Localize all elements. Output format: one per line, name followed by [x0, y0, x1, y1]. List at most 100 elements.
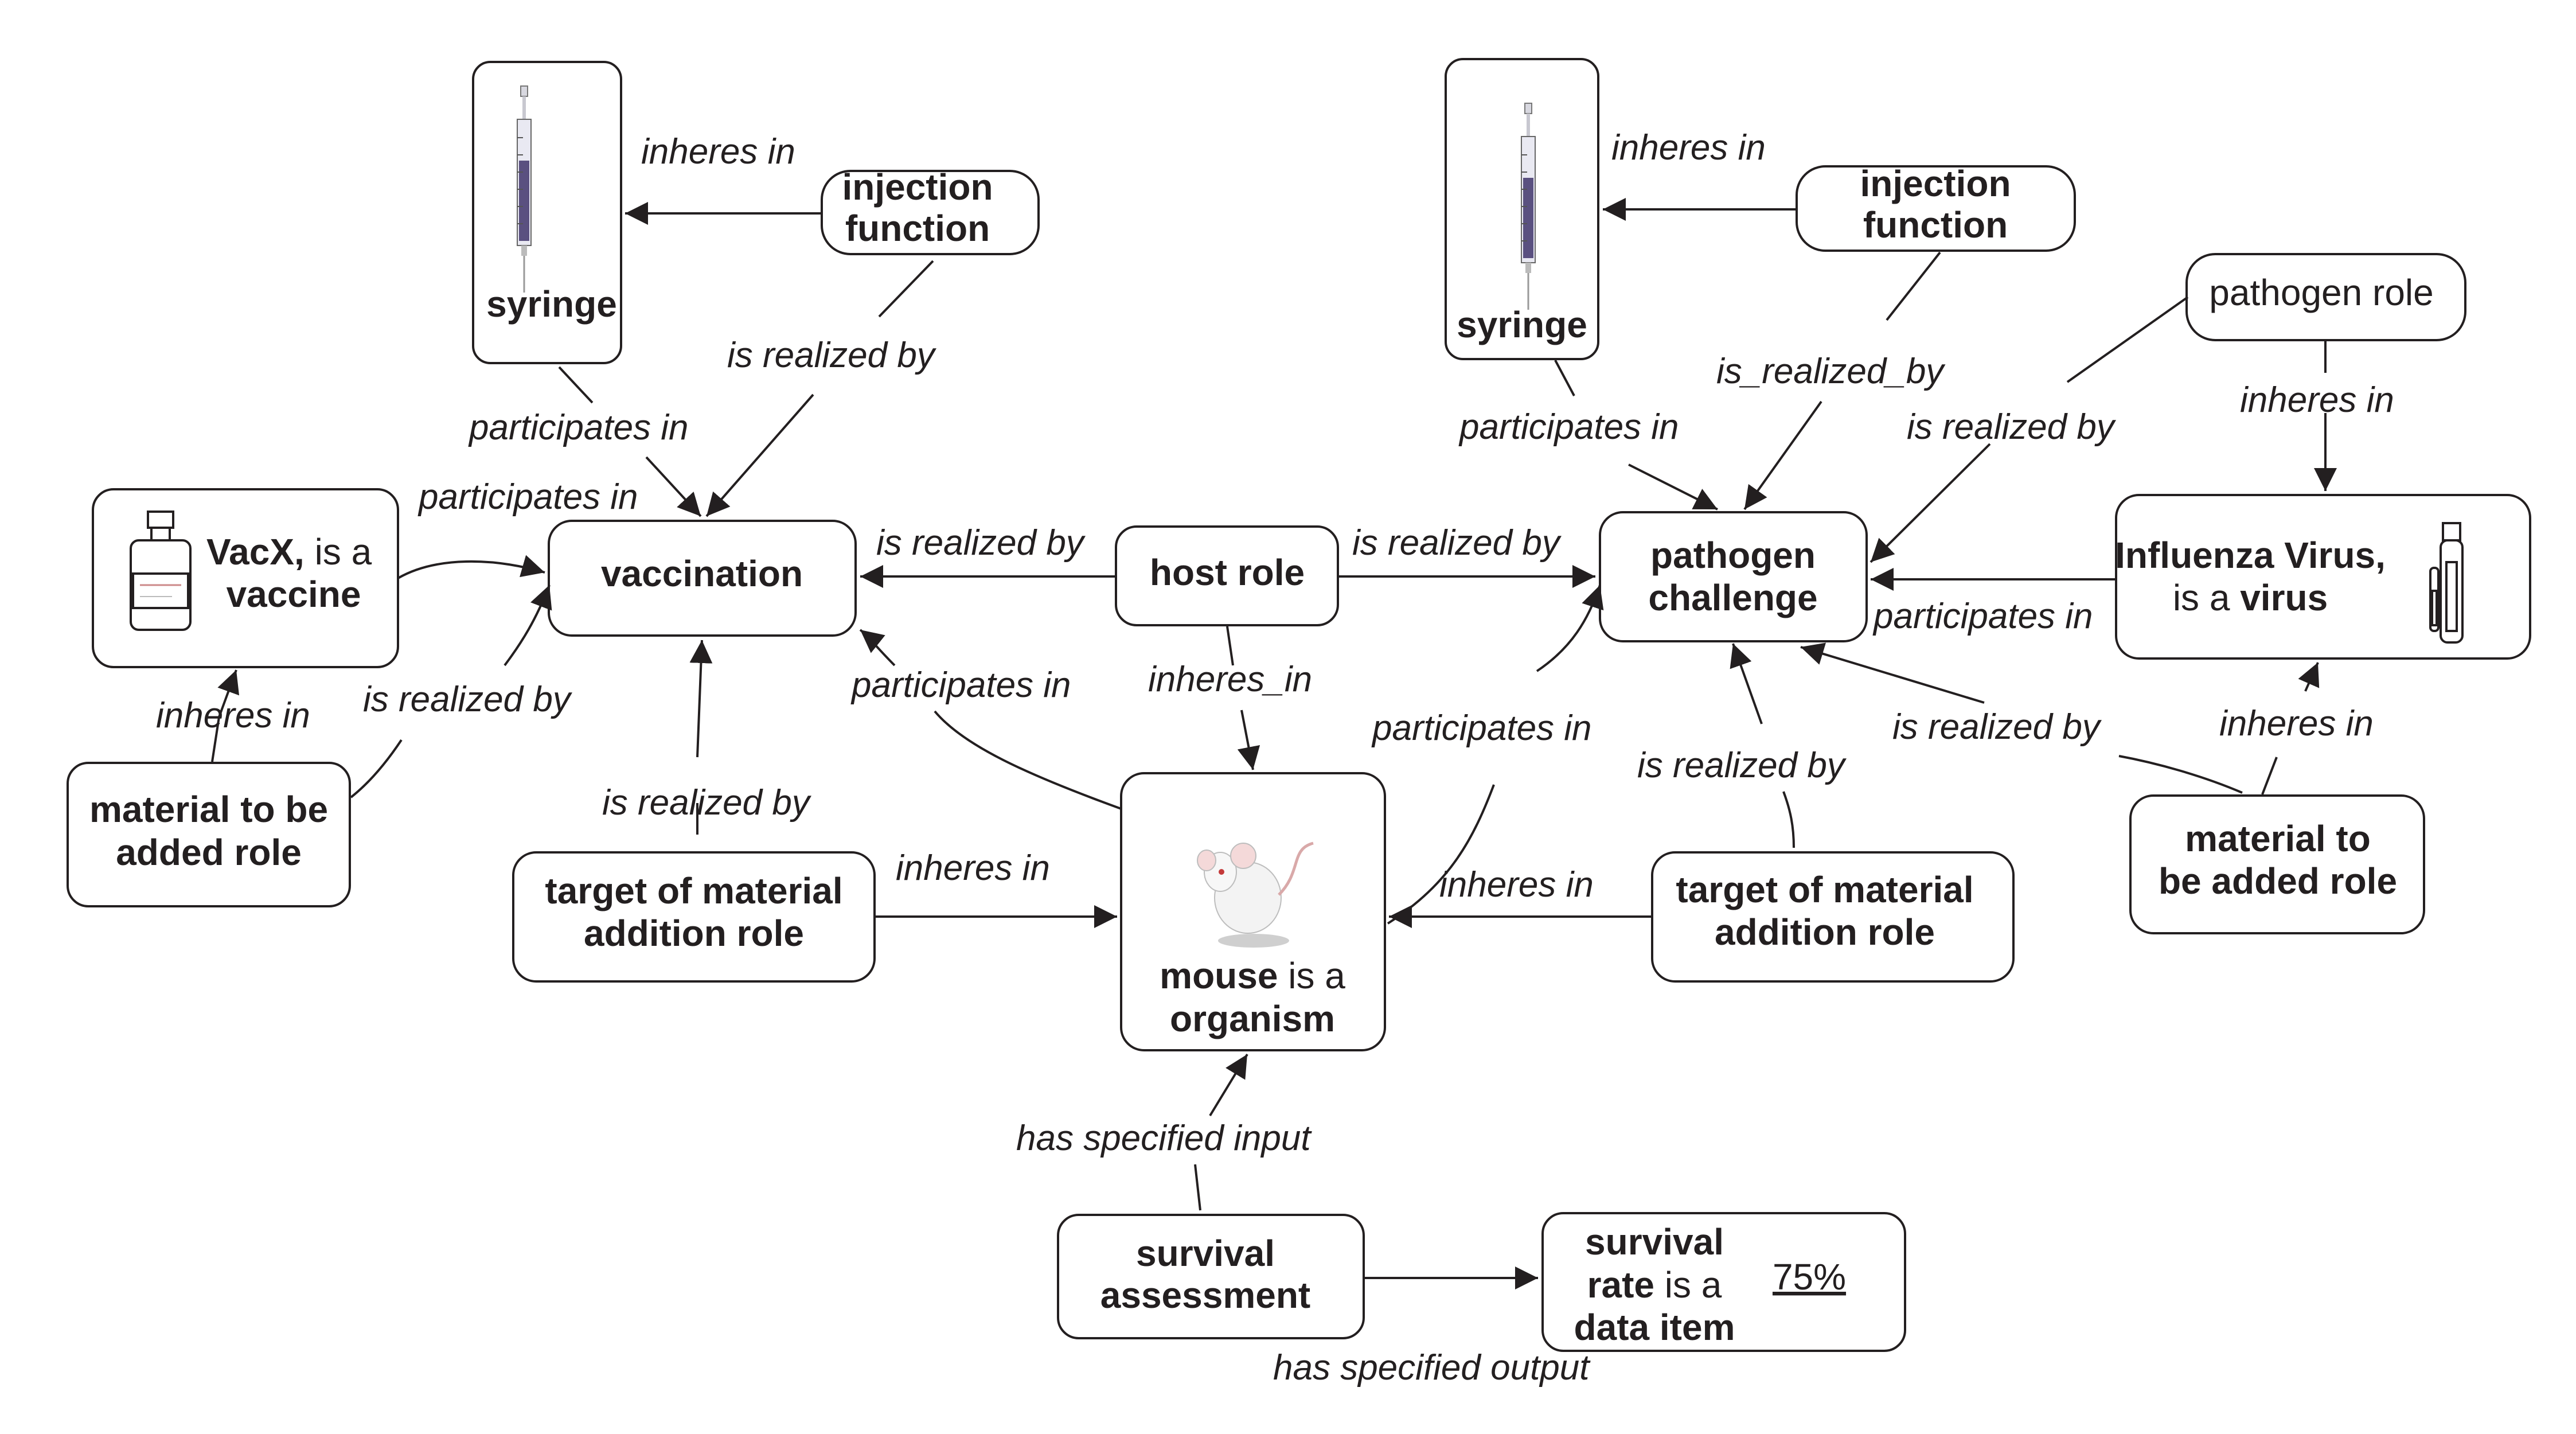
- label-participates-mouse-pathogen: participates in: [1371, 708, 1592, 748]
- edge-specified-input: [1194, 1054, 1247, 1211]
- target-left-line2: addition role: [584, 913, 804, 954]
- influenza-is-a: is a: [2173, 577, 2240, 618]
- white-mouse-image: [1197, 841, 1314, 948]
- label-inheres-syringe-left: inheres in: [641, 132, 795, 172]
- label-inheres-material-right: inheres in: [2219, 704, 2374, 743]
- survival-assessment-node: survival assessment: [1057, 1214, 1365, 1339]
- vaccination-node: vaccination: [548, 520, 857, 637]
- label-realized-material-right: is realized by: [1892, 707, 2102, 747]
- vaccination-label: vaccination: [601, 553, 803, 594]
- edge-participates-syringe-left: [558, 366, 701, 516]
- syringe-left-node: syringe: [472, 61, 622, 364]
- edge-realized-target-left: [697, 640, 702, 835]
- material-added-role-right-node: material to be added role: [2129, 794, 2425, 934]
- label-inheres-host-mouse: inheres_in: [1148, 660, 1312, 699]
- influenza-virus-word: virus: [2240, 577, 2328, 618]
- edge-realized-material-left: [350, 585, 549, 798]
- injection-right-line2: function: [1863, 204, 2008, 246]
- survival-rate-value: 75%: [1773, 1256, 1846, 1297]
- influenza-name: Influenza Virus,: [2115, 535, 2386, 576]
- pathogen-challenge-line1: pathogen: [1650, 535, 1816, 576]
- label-participates-influenza: participates in: [1872, 597, 2093, 636]
- edge-inheres-host-mouse: [1226, 626, 1253, 770]
- label-realized-target-left: is realized by: [602, 783, 812, 823]
- edge-realized-material-right: [1801, 647, 2243, 794]
- influenza-virus-node: Influenza Virus, is a virus: [2115, 494, 2531, 660]
- label-specified-output: has specified output: [1273, 1348, 1591, 1388]
- pathogen-role-node: pathogen role: [2185, 253, 2466, 341]
- edge-realized-pathogen-role: [1871, 296, 2189, 562]
- material-right-line1: material to: [2185, 818, 2371, 859]
- svg-text:is a virus: is a virus: [2173, 577, 2328, 618]
- edge-realized-injection-right: [1744, 251, 1941, 509]
- svg-text:VacX, is a: VacX, is a: [206, 531, 372, 572]
- edge-realized-injection-left: [707, 260, 934, 516]
- label-participates-vacx: participates in: [417, 477, 638, 517]
- injection-right-line1: injection: [1860, 163, 2011, 204]
- vacx-is-a: is a: [305, 531, 372, 572]
- injection-left-line1: injection: [842, 166, 993, 208]
- target-material-role-left-node: target of material addition role: [512, 851, 876, 983]
- syringe-right-label: syringe: [1457, 304, 1587, 345]
- survival-rate-line1: survival: [1585, 1221, 1724, 1262]
- injection-left-line2: function: [845, 208, 990, 249]
- edge-inheres-material-right: [2261, 663, 2318, 795]
- edge-realized-target-right: [1733, 644, 1795, 848]
- target-left-line1: target of material: [545, 870, 842, 911]
- survival-rate-node: survival rate is a data item 75%: [1541, 1212, 1906, 1352]
- label-participates-syringe-left: participates in: [468, 408, 689, 447]
- survival-assessment-line2: assessment: [1100, 1275, 1310, 1316]
- syringe-right-node: syringe: [1445, 58, 1599, 360]
- material-right-line2: be added role: [2159, 860, 2397, 902]
- mouse-name: mouse: [1160, 955, 1278, 996]
- label-inheres-syringe-right: inheres in: [1611, 128, 1766, 167]
- label-realized-injection-left: is realized by: [727, 336, 937, 375]
- label-inheres-target-left: inheres in: [896, 848, 1050, 888]
- mouse-organism-word: organism: [1170, 998, 1335, 1039]
- edge-participates-vacx: [397, 555, 545, 579]
- pathogen-challenge-line2: challenge: [1648, 577, 1817, 618]
- label-realized-injection-right: is_realized_by: [1716, 352, 1946, 391]
- injection-function-right-node: injection function: [1796, 163, 2076, 252]
- pathogen-challenge-node: pathogen challenge: [1599, 511, 1868, 642]
- mouse-is-a: is a: [1278, 955, 1345, 996]
- svg-text:rate is a: rate is a: [1587, 1264, 1722, 1306]
- edge-inheres-material-left: [211, 669, 240, 762]
- survival-assessment-line1: survival: [1136, 1233, 1275, 1274]
- label-inheres-pathogen-role: inheres in: [2240, 380, 2394, 420]
- survival-rate-line3: data item: [1574, 1307, 1735, 1348]
- vacx-node: VacX, is a vaccine: [92, 488, 399, 668]
- svg-text:mouse is a: mouse is a: [1160, 955, 1345, 996]
- label-inheres-target-right: inheres in: [1439, 865, 1594, 905]
- mouse-organism-node: mouse is a organism: [1120, 772, 1386, 1051]
- material-added-role-left-node: material to be added role: [67, 762, 351, 907]
- label-inheres-material-left: inheres in: [156, 696, 310, 735]
- edge-participates-mouse-vaccination: [860, 630, 1122, 810]
- label-realized-target-right: is realized by: [1637, 746, 1847, 785]
- material-left-line1: material to be: [89, 789, 328, 830]
- vaccine-vial-image: [130, 511, 192, 631]
- label-realized-host-vaccination: is realized by: [876, 523, 1086, 563]
- vacx-vaccine: vaccine: [227, 574, 361, 615]
- edge-participates-syringe-right: [1554, 360, 1718, 509]
- label-specified-input: has specified input: [1016, 1119, 1312, 1158]
- syringe-left-label: syringe: [486, 283, 617, 325]
- target-material-role-right-node: target of material addition role: [1651, 851, 2015, 983]
- material-left-line2: added role: [116, 832, 302, 873]
- virus-tube-image: [2429, 522, 2464, 644]
- survival-rate-word: rate: [1587, 1264, 1654, 1306]
- label-realized-host-pathogen: is realized by: [1352, 523, 1562, 563]
- survival-rate-is-a: is a: [1654, 1264, 1722, 1306]
- pathogen-role-label: pathogen role: [2209, 272, 2433, 313]
- host-role-node: host role: [1115, 525, 1339, 626]
- label-realized-material-left: is realized by: [363, 680, 573, 719]
- label-realized-pathogen-role: is realized by: [1907, 407, 2117, 447]
- host-role-label: host role: [1150, 552, 1305, 593]
- vacx-name: VacX,: [206, 531, 305, 572]
- target-right-line1: target of material: [1676, 869, 1973, 910]
- injection-function-left-node: injection function: [821, 166, 1040, 255]
- target-right-line2: addition role: [1715, 911, 1935, 953]
- label-participates-syringe-right: participates in: [1458, 407, 1679, 447]
- label-participates-mouse-vaccination: participates in: [850, 665, 1071, 705]
